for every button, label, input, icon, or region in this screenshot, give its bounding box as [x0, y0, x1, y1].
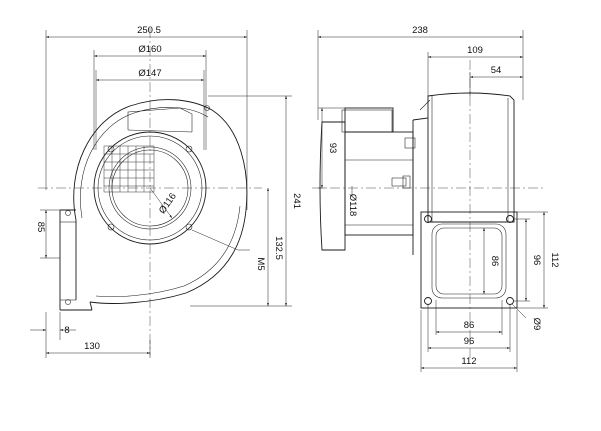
dim-flange-height: 112	[549, 252, 560, 267]
dim-outlet-offset: 130	[84, 341, 100, 352]
dim-opening-width: 86	[464, 320, 475, 331]
dim-opening-height: 86	[489, 256, 500, 267]
front-view: 250.5 Ø160 Ø147 Ø116 M5 241 132.5 85 8 1…	[30, 25, 302, 358]
dim-motor-height: 93	[327, 143, 338, 154]
dim-impeller-diameter: Ø116	[157, 191, 179, 216]
dim-thread: M5	[255, 257, 266, 270]
dim-motor-diameter: Ø118	[347, 194, 358, 217]
dim-flange-width: 112	[461, 356, 476, 367]
dim-hole-spacing-horizontal: 96	[464, 336, 475, 347]
side-view: 238 109 54 93 Ø118 86 96 112 86 96 112 Ø…	[312, 25, 560, 372]
dim-inlet-diameter: Ø160	[138, 44, 161, 55]
dim-overall-width: 250.5	[137, 25, 161, 36]
dim-overall-height: 241	[291, 193, 302, 209]
dim-hole-spacing-vertical: 96	[531, 255, 542, 266]
inlet-mesh	[103, 145, 155, 193]
dim-bolt-circle: Ø147	[138, 68, 161, 79]
dim-body-depth: 109	[467, 45, 483, 56]
dim-center-height: 132.5	[273, 236, 284, 260]
dim-outlet-height: 85	[35, 222, 46, 233]
dim-hole-diameter: Ø9	[531, 318, 542, 331]
dim-overall-depth: 238	[412, 25, 428, 36]
dim-flange-thickness: 8	[64, 325, 69, 336]
dim-half-depth: 54	[491, 65, 502, 76]
